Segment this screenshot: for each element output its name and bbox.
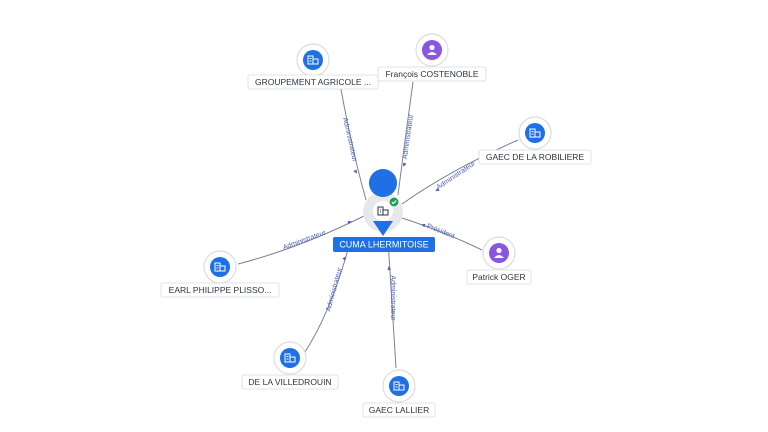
center-pin bbox=[369, 169, 398, 236]
building-icon bbox=[529, 128, 541, 138]
node-label-box bbox=[362, 402, 436, 418]
edge-line bbox=[397, 81, 414, 196]
node-villedrouin[interactable]: DE LA VILLEDROUIN bbox=[241, 341, 339, 390]
center-label-box bbox=[333, 237, 435, 252]
edge-label: Administrateur bbox=[402, 113, 415, 159]
node-label: EARL PHILIPPE PLISSO... bbox=[169, 285, 272, 295]
edge-label: Administrateur bbox=[282, 229, 327, 251]
edge-villedrouin: Administrateur bbox=[304, 241, 351, 353]
verified-badge-icon bbox=[388, 196, 400, 208]
person-icon bbox=[494, 247, 504, 258]
edge-label: Administrateur bbox=[389, 275, 396, 321]
edge-lallier: Administrateur bbox=[387, 239, 397, 369]
center-label: CUMA LHERMITOISE bbox=[339, 240, 428, 250]
edge-costenoble: Administrateur bbox=[397, 81, 415, 196]
building-icon bbox=[393, 381, 405, 391]
person-icon bbox=[427, 44, 437, 55]
arrow-icon bbox=[353, 169, 358, 174]
node-label: DE LA VILLEDROUIN bbox=[248, 377, 331, 387]
node-lallier[interactable]: GAEC LALLIER bbox=[362, 369, 436, 418]
node-label: GROUPEMENT AGRICOLE ... bbox=[255, 77, 371, 87]
arrow-icon bbox=[435, 187, 440, 191]
check-icon bbox=[391, 200, 397, 205]
nodes-layer: GROUPEMENT AGRICOLE ... François COSTENOB… bbox=[160, 33, 592, 418]
edge-line bbox=[401, 139, 519, 205]
node-groupement[interactable]: GROUPEMENT AGRICOLE ... bbox=[247, 43, 379, 90]
center-node[interactable]: CUMA LHERMITOISE bbox=[333, 169, 435, 252]
node-label-box bbox=[466, 269, 532, 285]
node-costenoble[interactable]: François COSTENOBLE bbox=[377, 33, 487, 82]
edge-label: Administrateur bbox=[435, 160, 477, 191]
node-label-box bbox=[377, 66, 487, 82]
edge-line bbox=[387, 239, 397, 369]
node-label-box bbox=[478, 149, 592, 165]
node-label-box bbox=[247, 74, 379, 90]
node-label-box bbox=[241, 374, 339, 390]
building-icon bbox=[214, 262, 226, 272]
edge-line bbox=[237, 214, 367, 265]
node-label-box bbox=[160, 282, 280, 298]
building-icon bbox=[377, 206, 389, 216]
edge-line bbox=[339, 83, 367, 201]
arrow-icon bbox=[421, 223, 426, 228]
node-robiliere[interactable]: GAEC DE LA ROBILIERE bbox=[478, 116, 592, 165]
node-label: GAEC DE LA ROBILIERE bbox=[486, 152, 585, 162]
edge-line bbox=[401, 217, 483, 251]
arrow-icon bbox=[347, 220, 352, 225]
node-oger[interactable]: Patrick OGER bbox=[466, 236, 532, 285]
building-icon bbox=[284, 353, 296, 363]
arrow-icon bbox=[342, 256, 347, 261]
node-label: Patrick OGER bbox=[472, 272, 525, 282]
edge-line bbox=[304, 241, 351, 353]
edge-label: Administrateur bbox=[341, 117, 358, 163]
node-label: GAEC LALLIER bbox=[369, 405, 429, 415]
arrow-icon bbox=[387, 266, 392, 271]
edge-label: Administrateur bbox=[325, 266, 344, 312]
node-plisson[interactable]: EARL PHILIPPE PLISSO... bbox=[160, 250, 280, 298]
arrow-icon bbox=[403, 162, 407, 167]
building-icon bbox=[307, 55, 319, 65]
node-label: François COSTENOBLE bbox=[385, 69, 478, 79]
edge-groupement: Administrateur bbox=[339, 83, 367, 201]
